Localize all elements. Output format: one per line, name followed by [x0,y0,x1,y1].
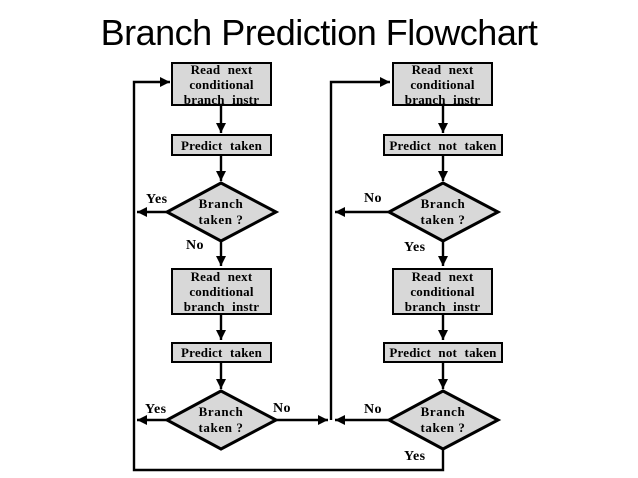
decision-right-bottom-label: Branch taken ? [420,404,466,435]
label-right-top-no: No [364,191,382,206]
decision-left-bottom-label: Branch taken ? [198,404,244,435]
decision-right-top [385,181,502,243]
decision-left-top-label: Branch taken ? [198,196,244,227]
label-right-top-yes: Yes [404,240,426,255]
label-left-top-yes: Yes [146,192,168,207]
label-right-bottom-yes: Yes [404,449,426,464]
node-right-read-bottom: Read next conditional branch instr [392,268,493,315]
feedback-line-left [132,77,445,472]
slide-title: Branch Prediction Flowchart [100,12,538,53]
node-right-predict-bottom: Predict not taken [383,342,503,363]
node-right-read-top: Read next conditional branch instr [392,62,493,107]
node-left-read-top: Read next conditional branch instr [171,62,272,107]
decision-right-top-label: Branch taken ? [420,196,466,227]
decision-left-top [163,181,280,243]
label-left-bottom-no: No [273,401,291,416]
node-left-read-bottom: Read next conditional branch instr [171,268,272,315]
label-left-top-no: No [186,238,204,253]
feedback-line-right [329,77,390,420]
label-right-bottom-no: No [364,402,382,417]
decision-right-bottom [385,389,502,451]
decision-left-bottom [163,389,280,451]
node-left-predict-bottom: Predict taken [171,342,272,363]
node-left-predict-top: Predict taken [171,134,272,156]
label-left-bottom-yes: Yes [145,402,167,417]
node-right-predict-top: Predict not taken [383,134,503,156]
